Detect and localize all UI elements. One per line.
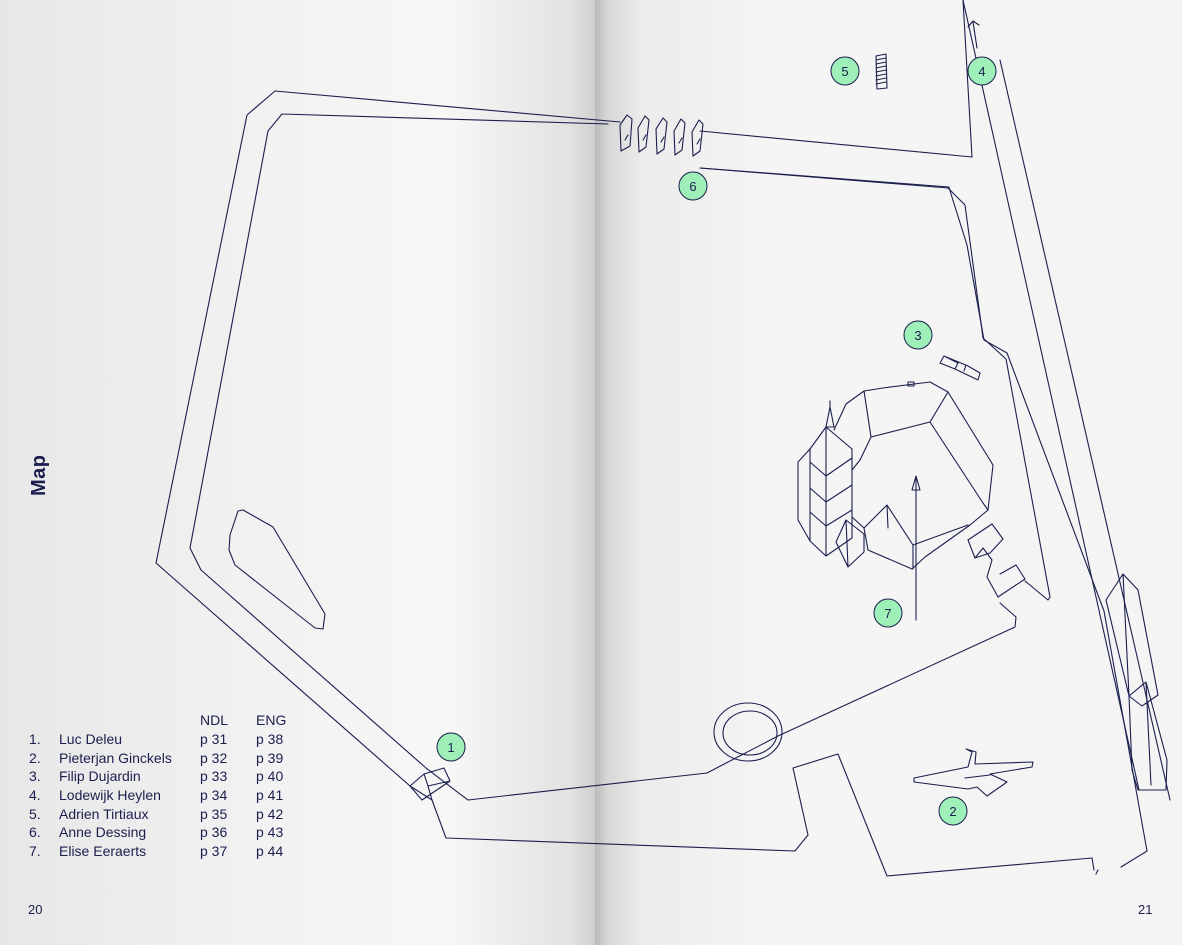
marker-6-label: 6 <box>689 179 696 194</box>
legend-item-page-eng: p 39 <box>256 749 284 766</box>
page-number-left: 20 <box>28 902 43 917</box>
road-right <box>962 0 1171 801</box>
marker-6[interactable]: 6 <box>678 171 708 201</box>
castle-structure <box>797 381 1026 621</box>
legend-item-artist: Adrien Tirtiaux <box>59 805 149 822</box>
legend-item-number: 2. <box>29 749 41 766</box>
legend-col-ndl: NDL <box>200 712 229 728</box>
roundabout-outer <box>713 702 783 762</box>
marker-2-label: 2 <box>949 804 956 819</box>
legend-item-page-eng: p 38 <box>256 731 284 747</box>
airplane-structure <box>913 748 1034 797</box>
marker-7[interactable]: 7 <box>873 598 903 628</box>
legend-item-artist: Elise Eeraerts <box>59 843 147 860</box>
arrow-north <box>967 20 980 49</box>
legend-item-page-eng: p 40 <box>256 768 284 785</box>
marker-5[interactable]: 5 <box>830 56 860 86</box>
legend-item-number: 4. <box>29 787 41 804</box>
legend-item-page-ndl: p 31 <box>200 731 228 747</box>
legend-item-number: 3. <box>29 768 41 785</box>
marker-4-label: 4 <box>978 64 985 79</box>
page-title: Map <box>28 454 50 497</box>
marker-3-label: 3 <box>914 328 921 343</box>
legend-item-page-ndl: p 35 <box>200 805 228 822</box>
left-page <box>0 0 595 945</box>
legend-item-number: 7. <box>29 843 41 860</box>
gate-structure <box>409 767 451 801</box>
roundabout-inner <box>722 710 778 756</box>
marker-2[interactable]: 2 <box>938 796 968 826</box>
legend-item-page-ndl: p 32 <box>200 749 228 766</box>
marker-3[interactable]: 3 <box>903 320 933 350</box>
legend-item-number: 1. <box>29 731 41 747</box>
legend-item-artist: Filip Dujardin <box>59 768 141 785</box>
legend-item-artist: Anne Dessing <box>59 824 147 841</box>
legend-item-page-ndl: p 33 <box>200 768 228 785</box>
legend-item-page-eng: p 42 <box>256 805 284 822</box>
marker-4[interactable]: 4 <box>967 56 997 86</box>
legend-item-page-ndl: p 34 <box>200 787 228 804</box>
blocks-structure <box>939 355 981 381</box>
legend-item-number: 6. <box>29 824 41 841</box>
page-number-right: 21 <box>1138 902 1153 917</box>
legend-col-eng: ENG <box>256 712 287 728</box>
panels-structure <box>619 114 704 157</box>
marker-1[interactable]: 1 <box>436 732 466 762</box>
legend-item-page-eng: p 44 <box>256 843 284 860</box>
legend-item-number: 5. <box>29 805 41 822</box>
right-page <box>595 0 1182 945</box>
marker-7-label: 7 <box>884 606 891 621</box>
path-outer-line <box>155 90 1148 877</box>
legend-item-artist: Pieterjan Ginckels <box>59 749 172 766</box>
field-outline <box>228 509 326 630</box>
path-top-line <box>274 0 973 158</box>
path-inner-line <box>189 113 1051 801</box>
marker-5-label: 5 <box>841 64 848 79</box>
barn-structure <box>1105 573 1168 791</box>
legend-item-page-ndl: p 37 <box>200 843 228 860</box>
legend-item-page-ndl: p 36 <box>200 824 228 841</box>
stack-structure <box>875 53 888 90</box>
legend-item-artist: Lodewijk Heylen <box>59 787 161 804</box>
legend-item-page-eng: p 41 <box>256 787 284 804</box>
marker-1-label: 1 <box>447 740 454 755</box>
legend-item-artist: Luc Deleu <box>59 731 123 747</box>
legend-item-page-eng: p 43 <box>256 824 284 841</box>
